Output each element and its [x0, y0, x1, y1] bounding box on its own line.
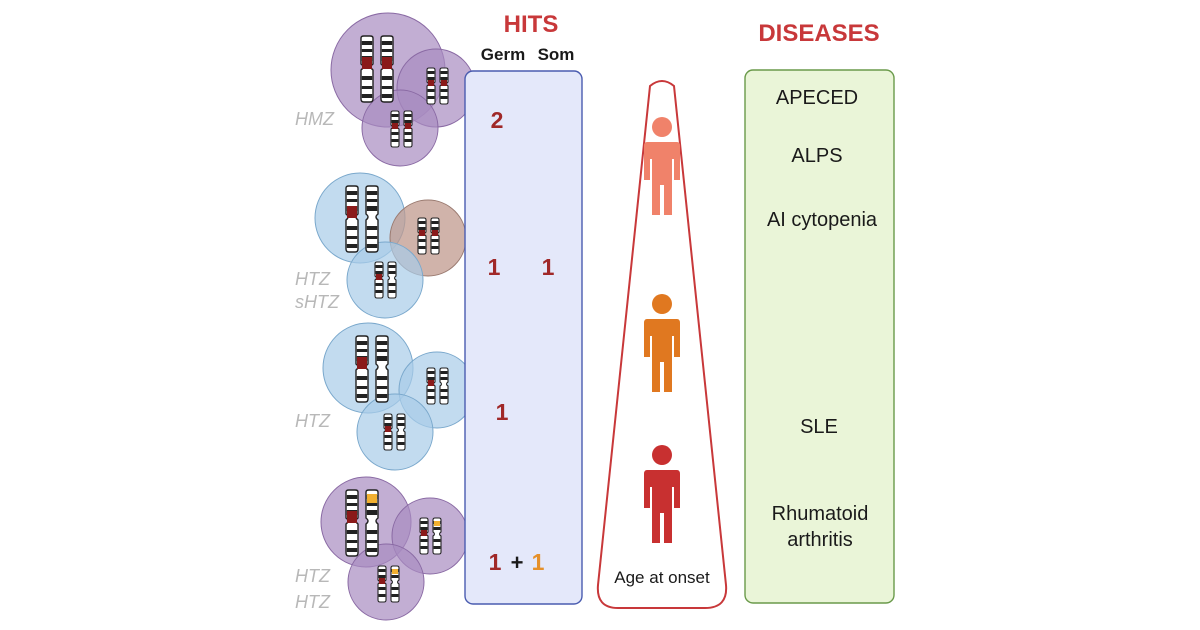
chromosome-pair — [355, 335, 389, 403]
diseases-panel — [744, 69, 895, 604]
cell-body — [347, 543, 425, 621]
chromosome-pair — [377, 565, 400, 603]
cell-body — [356, 393, 434, 471]
hits-panel — [464, 70, 583, 605]
disease-item: AI cytopenia — [767, 209, 878, 231]
disease-item: Rhumatoid — [772, 503, 869, 525]
disease-item: APECED — [776, 87, 858, 109]
chromosome-pair — [374, 261, 397, 299]
hits-title: HITS — [504, 11, 559, 38]
plus-sign: + — [511, 550, 524, 575]
germ-hit-count: 1 — [496, 399, 509, 425]
mutation-band — [382, 57, 392, 69]
zygosity-label: HTZ — [295, 566, 331, 586]
cell-group-htz-shtz — [314, 172, 467, 319]
chromosome-pair — [345, 185, 379, 253]
chromosome-pair — [390, 110, 413, 148]
zygosity-label: sHTZ — [295, 292, 340, 312]
mutation-band — [362, 57, 372, 69]
chromosome-pair — [383, 413, 406, 451]
age-at-onset-label: Age at onset — [614, 568, 710, 587]
zygosity-label: HTZ — [295, 269, 331, 289]
zygosity-label: HMZ — [295, 109, 335, 129]
cell-group-hmz — [330, 12, 476, 167]
chromosome-pair — [345, 489, 379, 557]
germ-hit-count-second: 1 — [532, 549, 545, 575]
disease-item: ALPS — [791, 145, 842, 167]
cell-body — [346, 241, 424, 319]
chromosome-pair — [417, 217, 440, 255]
chromosome-pair — [419, 517, 442, 555]
zygosity-label: HTZ — [295, 592, 331, 612]
chromosome-pair — [426, 67, 449, 105]
disease-item: SLE — [800, 416, 838, 438]
cell-group-htz-htz — [320, 476, 469, 621]
germ-hit-count: 1 — [489, 549, 502, 575]
germ-hit-count: 2 — [491, 107, 504, 133]
germ-hit-count: 1 — [488, 254, 501, 280]
germ-column-header: Germ — [481, 45, 525, 64]
som-hit-count: 1 — [542, 254, 555, 280]
diseases-title: DISEASES — [758, 20, 879, 47]
zygosity-label: HTZ — [295, 411, 331, 431]
cell-group-htz — [322, 322, 476, 471]
chromosome-pair — [360, 35, 394, 103]
som-column-header: Som — [538, 45, 575, 64]
mutation-band-orange — [367, 494, 377, 503]
disease-item: arthritis — [787, 529, 853, 551]
chromosome-pair — [426, 367, 449, 405]
cell-body — [361, 89, 439, 167]
